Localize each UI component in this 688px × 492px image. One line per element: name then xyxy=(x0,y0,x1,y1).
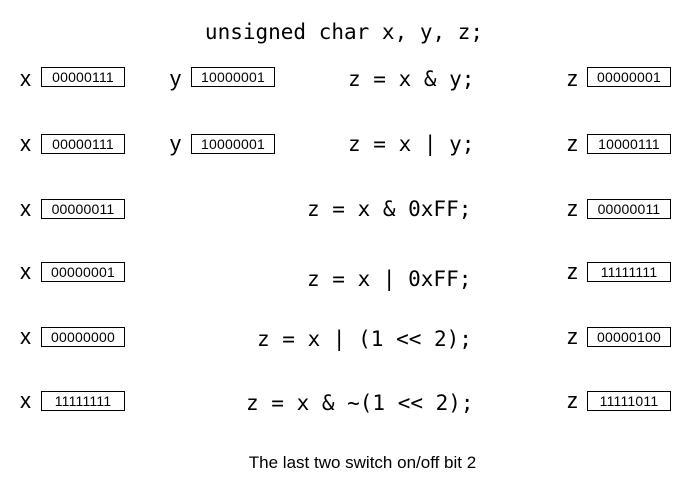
z-value-box: 00000001 xyxy=(587,67,671,87)
y-value-box: 10000001 xyxy=(191,67,275,87)
x-label: x xyxy=(20,66,31,91)
z-label: z xyxy=(567,66,578,91)
z-label: z xyxy=(567,388,578,413)
z-value-box: 00000011 xyxy=(587,199,671,219)
x-label: x xyxy=(20,131,31,156)
x-label: x xyxy=(20,324,31,349)
z-value-box: 11111111 xyxy=(587,262,671,282)
z-value-box: 11111011 xyxy=(587,391,671,411)
x-value-box: 00000111 xyxy=(41,67,125,87)
z-value-box: 00000100 xyxy=(587,327,671,347)
z-label: z xyxy=(567,196,578,221)
y-label: y xyxy=(170,131,181,156)
z-label: z xyxy=(567,324,578,349)
z-value-box: 10000111 xyxy=(587,134,671,154)
declaration-code: unsigned char x, y, z; xyxy=(204,20,484,44)
x-value-box: 00000111 xyxy=(41,134,125,154)
operation-code: z = x | 0xFF; xyxy=(307,267,472,291)
x-value-box: 00000001 xyxy=(41,262,125,282)
x-label: x xyxy=(20,196,31,221)
operation-code: z = x | (1 << 2); xyxy=(257,327,472,351)
z-label: z xyxy=(567,131,578,156)
y-label: y xyxy=(170,66,181,91)
x-value-box: 11111111 xyxy=(41,391,125,411)
operation-code: z = x & 0xFF; xyxy=(307,197,472,221)
caption: The last two switch on/off bit 2 xyxy=(248,453,477,472)
x-label: x xyxy=(20,259,31,284)
x-value-box: 00000000 xyxy=(41,327,125,347)
x-value-box: 00000011 xyxy=(41,199,125,219)
z-label: z xyxy=(567,259,578,284)
x-label: x xyxy=(20,388,31,413)
operation-code: z = x & y; xyxy=(348,67,475,91)
y-value-box: 10000001 xyxy=(191,134,275,154)
operation-code: z = x & ~(1 << 2); xyxy=(246,391,474,415)
operation-code: z = x | y; xyxy=(348,132,475,156)
